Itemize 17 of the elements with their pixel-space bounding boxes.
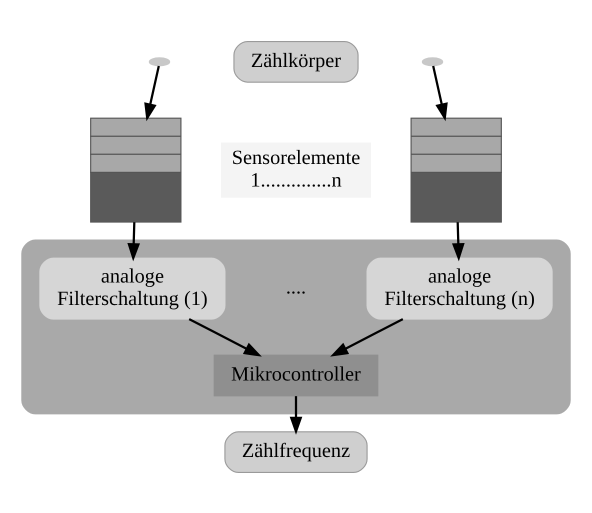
node-box: analoge Filterschaltung (n) [366,257,553,320]
label: .... [286,276,306,298]
node-box: Zählfrequenz [224,430,368,473]
arrow [290,396,302,434]
node-ellipse [422,56,444,66]
arrow [432,65,448,121]
node-box: Mikrocontroller [214,354,378,396]
label: Sensorelemente 1..............n [232,146,360,191]
node-box: Zählkörper [233,40,359,82]
arrow [144,65,160,121]
cluster [21,239,571,414]
node-box: analoge Filterschaltung (1) [39,257,226,320]
node-ellipse [148,56,170,66]
arrow [452,222,465,261]
arrow [330,318,404,356]
arrow [127,222,140,261]
arrow [188,318,262,356]
